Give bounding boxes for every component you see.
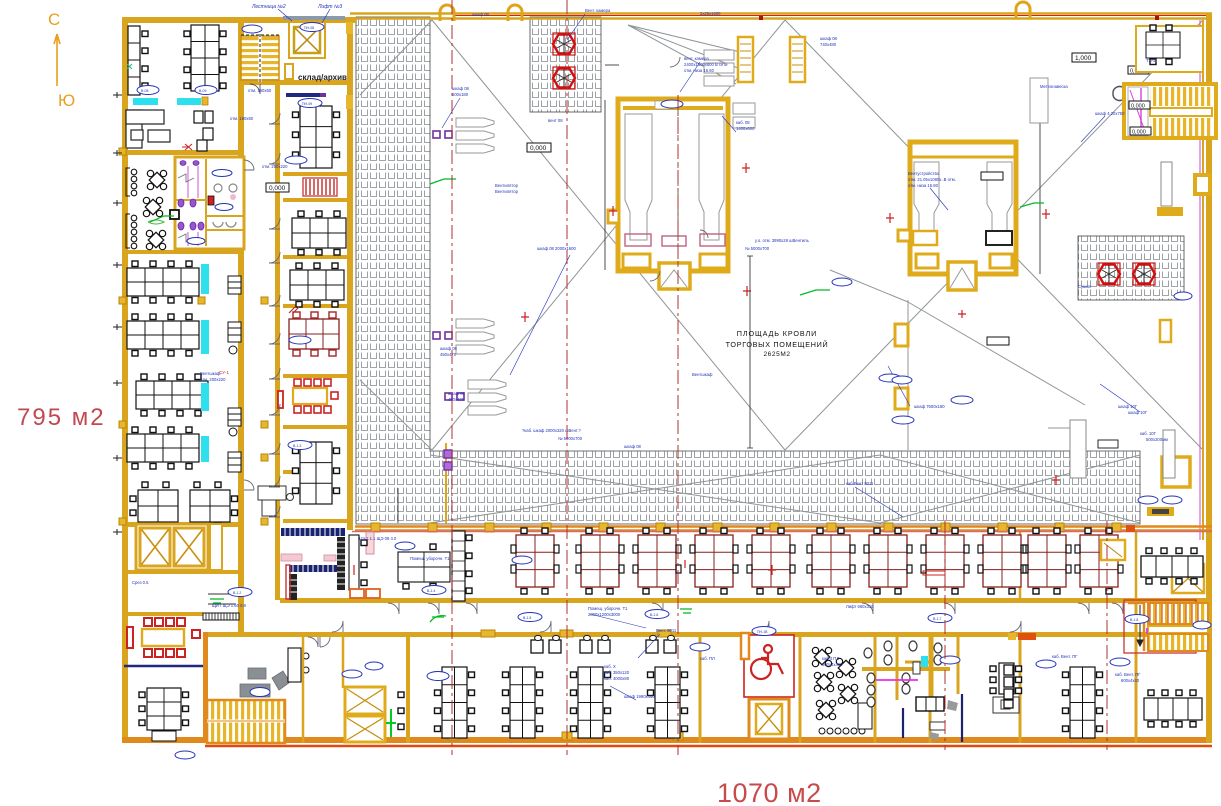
svg-text:600х4х80: 600х4х80 [1121,678,1140,683]
svg-text:ТУАЛ: ТУАЛ [1146,58,1157,63]
svg-text:отм. 250х220: отм. 250х220 [262,164,288,169]
svg-text:СУ-1: СУ-1 [219,370,229,375]
svg-text:шкаф 08: шкаф 08 [440,346,458,351]
svg-text:шкаф 08 2000х1600: шкаф 08 2000х1600 [537,246,576,251]
svg-text:С: С [48,10,60,29]
svg-text:каб. 08: каб. 08 [736,120,750,125]
svg-text:каб.4 ПЛ: каб.4 ПЛ [822,656,839,661]
svg-text:1400х600: 1400х600 [736,126,755,131]
svg-text:В-1.4: В-1.4 [427,589,435,593]
svg-text:№ 5000х700: № 5000х700 [745,246,770,251]
svg-text:шкаф 10Г: шкаф 10Г [1128,410,1148,415]
svg-text:В-09: В-09 [199,89,206,93]
svg-text:Ю: Ю [58,91,75,110]
svg-text:0,000: 0,000 [530,145,547,152]
svg-text:600х180: 600х180 [452,92,469,97]
svg-text:вент. камера: вент. камера [684,56,709,61]
svg-text:Лифт №3: Лифт №3 [317,4,342,10]
svg-text:Вентилятор: Вентилятор [495,189,519,194]
svg-text:шкаф 1990х460: шкаф 1990х460 [624,694,655,699]
svg-text:0,000: 0,000 [1131,104,1145,110]
svg-text:2625М2: 2625М2 [763,351,790,358]
svg-text:ПЛОЩАДЬ КРОВЛИ: ПЛОЩАДЬ КРОВЛИ [737,329,817,338]
svg-text:отм. 160х60: отм. 160х60 [248,88,272,93]
svg-text:у.о. отм. 3990х28 шВентиль: у.о. отм. 3990х28 шВентиль [755,238,810,243]
svg-text:740х480: 740х480 [820,42,837,47]
svg-text:450х470: 450х470 [440,352,457,357]
svg-text:ПН-1В: ПН-1В [757,630,768,634]
svg-text:0,000: 0,000 [1132,130,1146,136]
svg-text:вент 08: вент 08 [548,118,563,123]
svg-text:каб. Вент. ПГ: каб. Вент. ПГ [1115,672,1141,677]
svg-text:отм. низа 16.60: отм. низа 16.60 [684,68,715,73]
svg-text:ЩЭ 1.1.1 ЩЭ 08 4.0: ЩЭ 1.1.1 ЩЭ 08 4.0 [358,536,397,541]
svg-text:Помещ. уборочн. Т1: Помещ. уборочн. Т1 [588,606,628,611]
svg-text:шкаф 08: шкаф 08 [472,12,490,17]
svg-text:шкаф 08: шкаф 08 [820,36,838,41]
svg-text:отм. 160х60: отм. 160х60 [230,116,254,121]
svg-text:2400х1600х800 В сети: 2400х1600х800 В сети [684,62,728,67]
svg-text:ЩИТ ЩЭ 1.60 0.8: ЩИТ ЩЭ 1.60 0.8 [212,603,247,608]
svg-text:отм. низа 16.80: отм. низа 16.80 [908,183,939,188]
svg-text:каб. Вент. ПГ: каб. Вент. ПГ [1052,654,1078,659]
svg-text:шкаф 7600х180: шкаф 7600х180 [914,404,945,409]
svg-text:В-1.8: В-1.8 [1130,618,1138,622]
svg-text:каб. Х: каб. Х [604,664,616,669]
svg-text:каб. 4000х80: каб. 4000х80 [604,676,630,681]
svg-text:каб. 350х120: каб. 350х120 [604,670,630,675]
svg-text:отм. 200х220: отм. 200х220 [200,377,226,382]
svg-text:каб. ПЛ: каб. ПЛ [700,656,715,661]
svg-text:Срез 0.5: Срез 0.5 [132,580,149,585]
svg-text:ПН-08: ПН-08 [304,26,314,30]
svg-text:450х470: 450х470 [448,397,465,402]
svg-text:Вент. 8011: Вент. 8011 [656,628,677,633]
svg-text:0,000: 0,000 [269,185,286,192]
svg-text:600х4х400: 600х4х400 [822,662,843,667]
svg-text:В-1.3: В-1.3 [293,444,301,448]
svg-text:склад/архив: склад/архив [298,73,347,82]
svg-text:шкаф 08: шкаф 08 [448,391,466,396]
svg-text:шкаф 4,20х750: шкаф 4,20х750 [1095,111,1125,116]
svg-text:В-1.7: В-1.7 [933,617,941,621]
svg-text:1070 м2: 1070 м2 [717,778,822,806]
svg-text:шкаф 08: шкаф 08 [452,86,470,91]
svg-text:Вентилятор: Вентилятор [495,183,519,188]
svg-text:В-1.2: В-1.2 [233,591,241,595]
svg-text:Сушил: Сушил [1078,284,1092,289]
svg-text:Метеонавеска: Метеонавеска [1040,84,1068,89]
svg-text:ПН-09: ПН-09 [302,102,312,106]
svg-text:Вентустройство: Вентустройство [908,171,940,176]
svg-text:Вент. камера: Вент. камера [585,8,611,13]
svg-text:В-08: В-08 [141,89,148,93]
svg-text:ТОРГОВЫХ ПОМЕЩЕНИЙ: ТОРГОВЫХ ПОМЕЩЕНИЙ [726,340,829,349]
svg-text:Помещ. уборочн. Т1: Помещ. уборочн. Т1 [410,556,450,561]
svg-text:№ 5000х700: № 5000х700 [558,436,583,441]
svg-text:каб.Вент 8011: каб.Вент 8011 [846,481,874,486]
svg-text:500х200мм: 500х200мм [1146,437,1168,442]
svg-text:Лифт 660х316: Лифт 660х316 [846,604,874,609]
svg-text:В-1.5: В-1.5 [523,616,531,620]
svg-text:?каб. шкаф 2000х320 шВент.?: ?каб. шкаф 2000х320 шВент.? [522,428,581,433]
svg-text:В-1.6: В-1.6 [650,613,658,617]
svg-text:2000х1200х3000: 2000х1200х3000 [588,612,621,617]
svg-text:Лестница №2: Лестница №2 [251,4,286,10]
svg-text:шкаф 10Г: шкаф 10Г [1118,404,1138,409]
svg-text:Вентшкаф: Вентшкаф [200,371,221,376]
svg-text:шкаф 08: шкаф 08 [624,444,642,449]
svg-text:1,000: 1,000 [1075,55,1092,62]
svg-text:795 м2: 795 м2 [17,404,106,431]
svg-text:отм. 21.05х1080х..В отм.: отм. 21.05х1080х..В отм. [908,177,956,182]
svg-text:Вентшкаф: Вентшкаф [692,372,713,377]
svg-text:2х25х1600: 2х25х1600 [700,11,721,16]
svg-text:каб. 10Г: каб. 10Г [1140,431,1157,436]
